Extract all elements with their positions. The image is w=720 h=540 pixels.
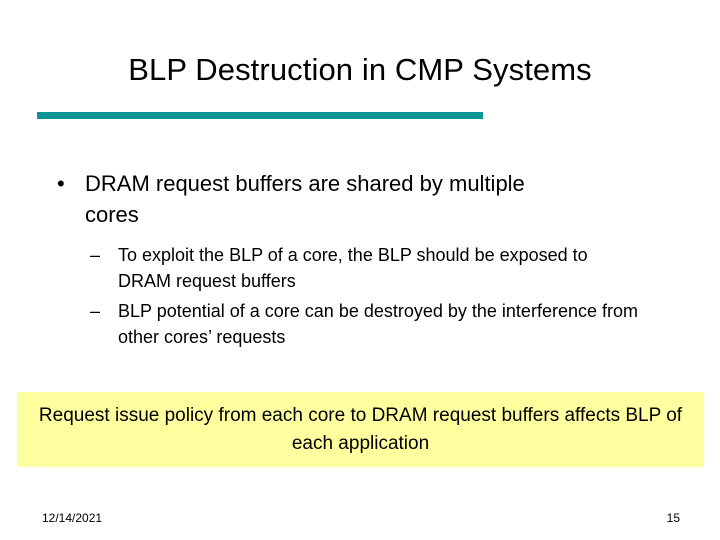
slide-title: BLP Destruction in CMP Systems (128, 52, 592, 87)
bullet-dash-icon: – (90, 245, 101, 265)
bullet-level2: – BLP potential of a core can be destroy… (0, 298, 720, 350)
bullet-level1: • DRAM request buffers are shared by mul… (0, 168, 720, 230)
highlight-callout: Request issue policy from each core to D… (17, 392, 704, 467)
footer-page-number: 15 (666, 511, 680, 525)
bullet-dot-icon: • (57, 171, 65, 196)
footer-date: 12/14/2021 (42, 511, 103, 525)
title-underline-rule (37, 112, 483, 119)
sub-bullet-list: – To exploit the BLP of a core, the BLP … (0, 242, 720, 350)
bullet-level2-text: To exploit the BLP of a core, the BLP sh… (118, 245, 588, 291)
highlight-callout-text: Request issue policy from each core to D… (38, 404, 683, 454)
bullet-level1-text: DRAM request buffers are shared by multi… (85, 171, 525, 227)
bullet-level2: – To exploit the BLP of a core, the BLP … (0, 242, 720, 294)
slide-body: • DRAM request buffers are shared by mul… (0, 168, 720, 354)
bullet-dash-icon: – (90, 301, 101, 321)
bullet-level2-text: BLP potential of a core can be destroyed… (118, 301, 638, 347)
